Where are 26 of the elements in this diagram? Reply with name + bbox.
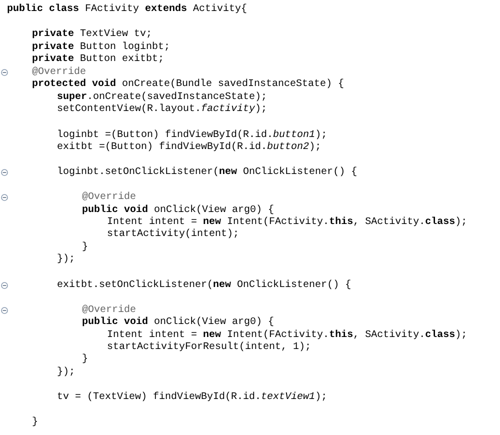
code-line: Intent intent = new Intent(FActivity.this, SActivity.class);	[107, 217, 468, 228]
code-line: }	[82, 242, 88, 254]
annotation-line: @Override	[82, 192, 136, 204]
code-line: startActivity(intent);	[107, 229, 240, 241]
code-line: });	[57, 254, 76, 266]
annotation-line: @Override	[32, 67, 86, 78]
code-line: private Button loginbt;	[32, 42, 170, 54]
code-line: Intent intent = new Intent(FActivity.this, SActivity.class);	[107, 330, 468, 342]
code-line: protected void onCreate(Bundle savedInstanceState) {	[32, 79, 344, 91]
code-line: loginbt =(Button) findViewById(R.id.button1);	[57, 130, 328, 142]
code-line: private TextView tv;	[32, 29, 152, 41]
code-line: exitbt.setOnClickListener(new OnClickListener() {	[57, 280, 352, 292]
code-line: }	[32, 417, 38, 429]
code-line: public class FActivity extends Activity{	[7, 4, 248, 16]
code-line: private Button exitbt;	[32, 54, 164, 66]
code-line: setContentView(R.layout.factivity);	[57, 104, 268, 116]
code-line: });	[57, 367, 76, 379]
code-line: startActivityForResult(intent, 1);	[107, 342, 312, 354]
code-line: tv = (TextView) findViewById(R.id.textView1);	[57, 392, 328, 404]
code-line: public void onClick(View arg0) {	[82, 317, 274, 329]
code-line: exitbt =(Button) findViewById(R.id.button2);	[57, 142, 322, 154]
code-line: public void onClick(View arg0) {	[82, 205, 274, 216]
code-line: loginbt.setOnClickListener(new OnClickListener() {	[57, 167, 358, 179]
annotation-line: @Override	[82, 305, 136, 316]
code-line: }	[82, 354, 88, 366]
code-line: super.onCreate(savedInstanceState);	[57, 92, 268, 104]
